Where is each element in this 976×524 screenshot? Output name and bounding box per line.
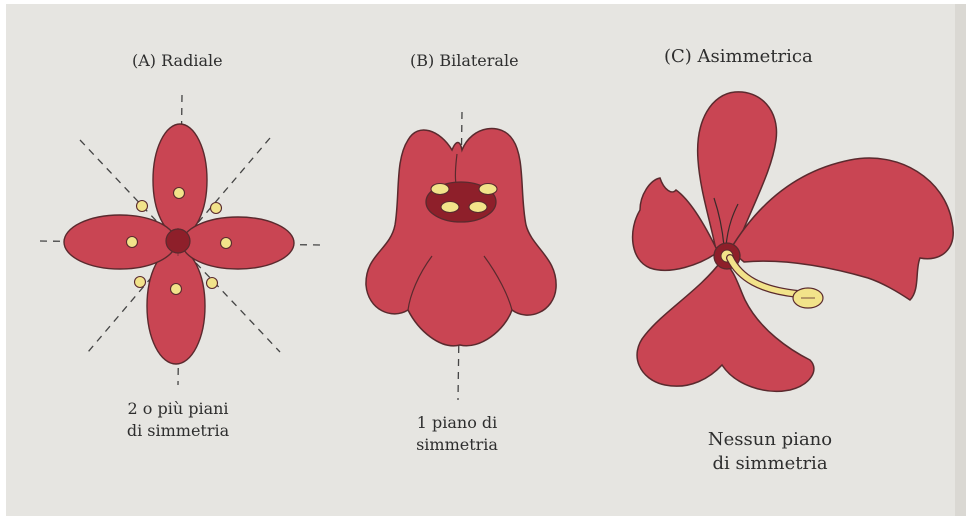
panel-c-caption-line1: Nessun piano xyxy=(690,428,850,452)
radial-anther-top xyxy=(174,188,185,199)
radial-anther-diag-tr xyxy=(211,203,222,214)
panel-a-caption-line1: 2 o più piani xyxy=(108,398,248,420)
radial-anther-diag-tl xyxy=(137,201,148,212)
bilateral-anther-4 xyxy=(469,202,487,213)
radial-petal-top xyxy=(153,124,207,236)
panel-b-caption: 1 piano di simmetria xyxy=(402,412,512,456)
bilateral-anther-1 xyxy=(431,184,449,195)
radial-petal-bottom xyxy=(147,248,205,364)
panel-b-caption-line2: simmetria xyxy=(402,434,512,456)
radial-petal-right xyxy=(182,217,294,269)
panel-a-title: (A) Radiale xyxy=(132,51,223,70)
radial-anther-bottom xyxy=(171,284,182,295)
radial-center xyxy=(166,229,190,253)
panel-b-title: (B) Bilaterale xyxy=(410,51,519,70)
panel-a-caption-line2: di simmetria xyxy=(108,420,248,442)
radial-anther-left xyxy=(127,237,138,248)
radial-petal-left xyxy=(64,215,176,269)
bilateral-anther-3 xyxy=(441,202,459,213)
radial-anther-diag-br xyxy=(207,278,218,289)
panel-c-caption: Nessun piano di simmetria xyxy=(690,428,850,476)
panel-b-caption-line1: 1 piano di xyxy=(402,412,512,434)
radial-anther-right xyxy=(221,238,232,249)
panel-a-caption: 2 o più piani di simmetria xyxy=(108,398,248,442)
paper-shadow-right xyxy=(955,4,966,516)
bilateral-anther-2 xyxy=(479,184,497,195)
radial-anther-diag-bl xyxy=(135,277,146,288)
panel-c-title: (C) Asimmetrica xyxy=(664,46,813,67)
panel-c-caption-line2: di simmetria xyxy=(690,452,850,476)
